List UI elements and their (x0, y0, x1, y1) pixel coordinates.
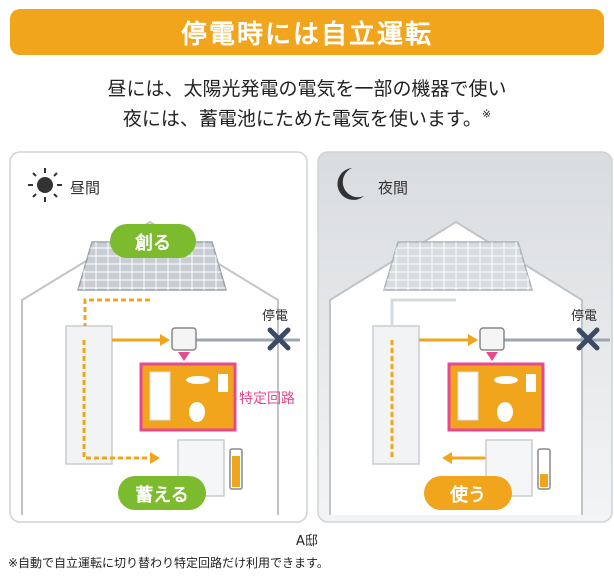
day-outage-x-icon (267, 327, 291, 351)
store-label: 蓄える (135, 485, 189, 506)
day-house (21, 220, 279, 515)
intro-note-mark: ※ (481, 107, 492, 121)
night-title: 夜間 (378, 179, 409, 197)
intro-line-2-text: 夜には、蓄電池にためた電気を使います。 (122, 108, 482, 130)
use-label: 使う (450, 485, 486, 506)
banner-title: 停電時には自立運転 (180, 19, 433, 50)
intro-line-1: 昼には、太陽光発電の電気を一部の機器で使い (107, 78, 507, 100)
day-outage-label: 停電 (262, 309, 289, 324)
day-inverter (65, 325, 113, 465)
illustration (9, 151, 613, 523)
day-create-pill (110, 224, 196, 258)
moon-icon (337, 168, 364, 200)
night-solar-panel (383, 241, 533, 291)
footnote: ※自動で自立運転に切り替わり特定回路だけ利用できます。 (8, 556, 329, 570)
night-inverter (372, 325, 420, 465)
house-caption: A邸 (296, 534, 318, 549)
title-banner: 停電時には自立運転 (10, 9, 604, 55)
night-outage-label: 停電 (571, 309, 598, 324)
intro-line-2: 夜には、蓄電池にためた電気を使います。※ (0, 104, 614, 131)
sun-icon (28, 168, 62, 202)
day-panel (9, 151, 308, 523)
create-label: 創る (135, 233, 171, 254)
night-outage-x-icon (576, 327, 600, 351)
circuit-label: 特定回路 (239, 391, 295, 407)
day-store-pill (118, 476, 206, 510)
day-title: 昼間 (70, 179, 101, 197)
night-panel (317, 151, 613, 523)
night-use-pill (424, 476, 512, 510)
